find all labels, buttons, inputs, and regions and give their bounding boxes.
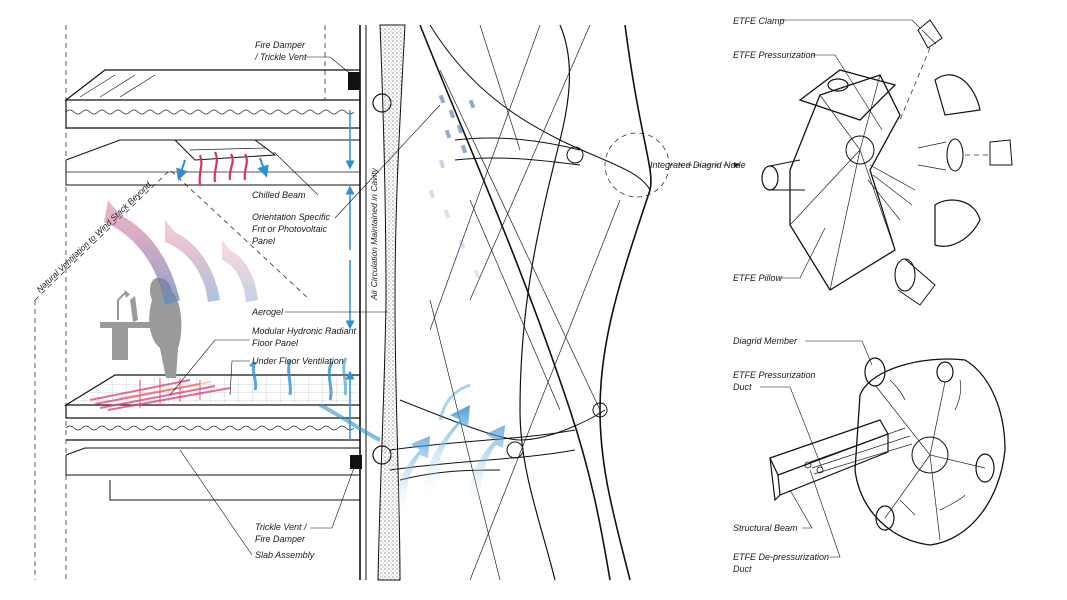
diagrid-envelope — [389, 24, 652, 581]
inner-facade-wall — [348, 25, 392, 580]
right-top-labels: ETFE Clamp ETFE Pressurization ETFE Pill… — [733, 16, 921, 283]
label-diagrid-member: Diagrid Member — [733, 336, 798, 346]
label-etfe-pillow: ETFE Pillow — [733, 273, 783, 283]
label-trickle-line2: Fire Damper — [255, 534, 306, 544]
label-frit-line1: Orientation Specific — [252, 212, 331, 222]
upper-slab — [64, 69, 361, 186]
label-depressurization-duct-line2: Duct — [733, 564, 752, 574]
label-integrated-node: Integrated Diagrid Node — [650, 160, 746, 170]
frit-panels — [428, 94, 481, 279]
radiant-floor-pipes — [89, 378, 231, 411]
label-etfe-pressurization: ETFE Pressurization — [733, 50, 816, 60]
label-trickle-line1: Trickle Vent / — [255, 522, 308, 532]
label-radiant-line1: Modular Hydronic Radiant — [252, 326, 357, 336]
label-frit-line2: Frit or Photovoltaic — [252, 224, 328, 234]
label-slab-assembly: Slab Assembly — [255, 550, 315, 560]
etfe-node-assembled — [769, 357, 1006, 546]
label-fire-damper-line1: Fire Damper — [255, 40, 306, 50]
chilled-beam — [173, 139, 277, 161]
natural-ventilation-ribbons — [104, 200, 258, 305]
label-pressurization-duct-line2: Duct — [733, 382, 752, 392]
aerogel-layer — [377, 24, 406, 581]
label-depressurization-duct-line1: ETFE De-pressurization — [733, 552, 829, 562]
cavity-air-streams — [319, 383, 505, 520]
label-pressurization-duct-line1: ETFE Pressurization — [733, 370, 816, 380]
person-at-desk-icon — [100, 278, 182, 378]
underfloor-airflow — [249, 357, 348, 401]
building-section — [34, 24, 740, 581]
label-structural-beam: Structural Beam — [733, 523, 798, 533]
integrated-node-callout — [604, 132, 740, 198]
etfe-node-exploded — [761, 19, 1013, 306]
chilled-beam-airflow — [176, 151, 269, 186]
lower-slab — [63, 374, 361, 501]
desk-lamp-icon — [117, 290, 130, 320]
label-frit-line3: Panel — [252, 236, 276, 246]
label-chilled-beam: Chilled Beam — [252, 190, 306, 200]
label-underfloor: Under Floor Ventilation — [252, 356, 344, 366]
label-air-circulation: Air Circulation Maintained in Cavity — [369, 167, 379, 301]
label-aerogel: Aerogel — [251, 307, 284, 317]
label-fire-damper-line2: / Trickle Vent — [254, 52, 307, 62]
label-radiant-line2: Floor Panel — [252, 338, 299, 348]
right-bottom-labels: Diagrid Member ETFE Pressurization Duct … — [733, 336, 873, 574]
label-etfe-clamp: ETFE Clamp — [733, 16, 785, 26]
